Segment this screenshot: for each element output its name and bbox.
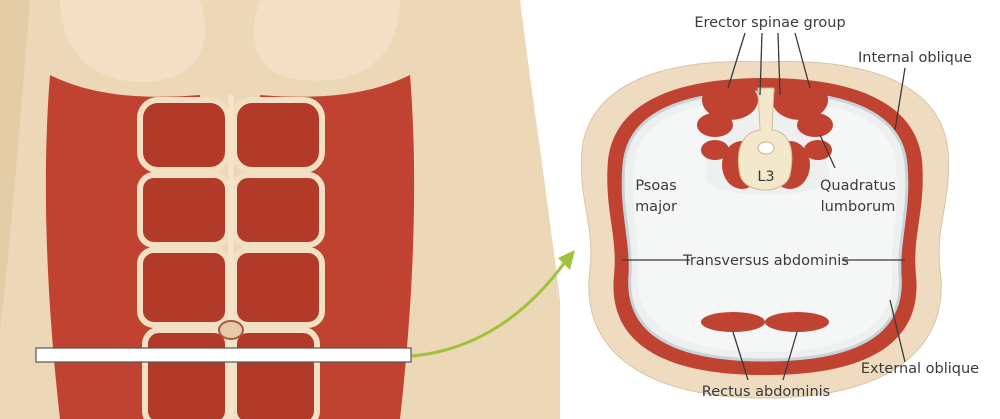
label-external-oblique: External oblique bbox=[861, 361, 979, 377]
label-erector-spinae: Erector spinae group bbox=[694, 15, 845, 31]
label-psoas-major: Psoas bbox=[635, 178, 676, 194]
label-internal-oblique: Internal oblique bbox=[858, 50, 972, 66]
arrow-icon bbox=[411, 261, 567, 358]
label-quadratus-lumborum: Quadratus bbox=[820, 178, 896, 194]
cross-section bbox=[580, 61, 950, 399]
label-rectus-abdominis: Rectus abdominis bbox=[702, 384, 830, 400]
label-l3: L3 bbox=[757, 169, 774, 185]
label-quadratus-lumborum-2: lumborum bbox=[821, 199, 896, 215]
torso-illustration bbox=[0, 0, 560, 419]
label-psoas-major-2: major bbox=[635, 199, 677, 215]
section-marker bbox=[35, 347, 412, 363]
vertebra-l3 bbox=[737, 87, 793, 191]
label-transversus-abdominis: Transversus abdominis bbox=[682, 253, 849, 269]
navel bbox=[218, 320, 244, 340]
leader-lines bbox=[622, 32, 906, 381]
